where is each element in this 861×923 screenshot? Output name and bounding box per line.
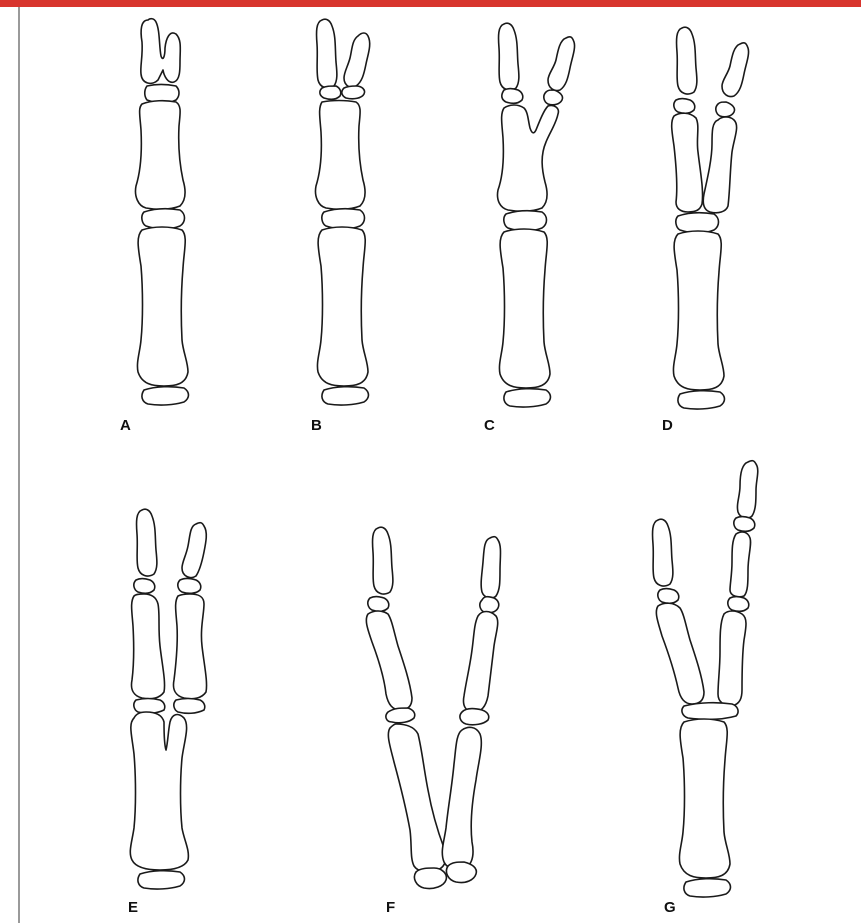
- panel-label-f: F: [386, 900, 395, 915]
- panel-label-b: B: [311, 418, 322, 433]
- panel-f-drawing: [366, 527, 500, 888]
- panel-label-c: C: [484, 418, 495, 433]
- panel-label-d: D: [662, 418, 673, 433]
- panel-b-drawing: [315, 19, 369, 405]
- panel-d-drawing: [672, 27, 749, 409]
- panel-label-a: A: [120, 418, 131, 433]
- panel-a-drawing: [135, 19, 188, 405]
- panel-e-drawing: [130, 509, 206, 889]
- panel-label-e: E: [128, 900, 138, 915]
- panel-label-g: G: [664, 900, 676, 915]
- panel-g-drawing: [653, 461, 758, 897]
- panel-c-drawing: [497, 23, 574, 407]
